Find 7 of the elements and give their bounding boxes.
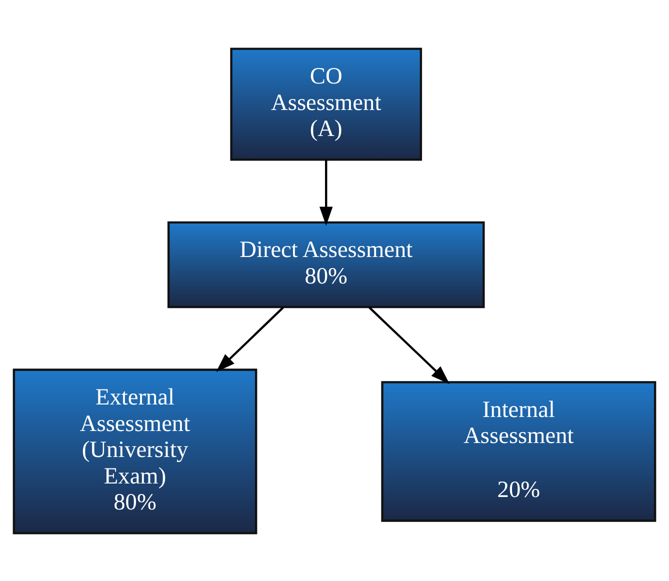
node-box: Internal Assessment 20% bbox=[381, 380, 656, 522]
node-box: External Assessment (University Exam) 80% bbox=[12, 368, 258, 534]
arrow bbox=[368, 306, 450, 384]
arrow bbox=[319, 159, 333, 226]
arrow bbox=[216, 306, 284, 372]
node-box: Direct Assessment 80% bbox=[167, 220, 485, 308]
node-box: CO Assessment (A) bbox=[230, 47, 422, 160]
